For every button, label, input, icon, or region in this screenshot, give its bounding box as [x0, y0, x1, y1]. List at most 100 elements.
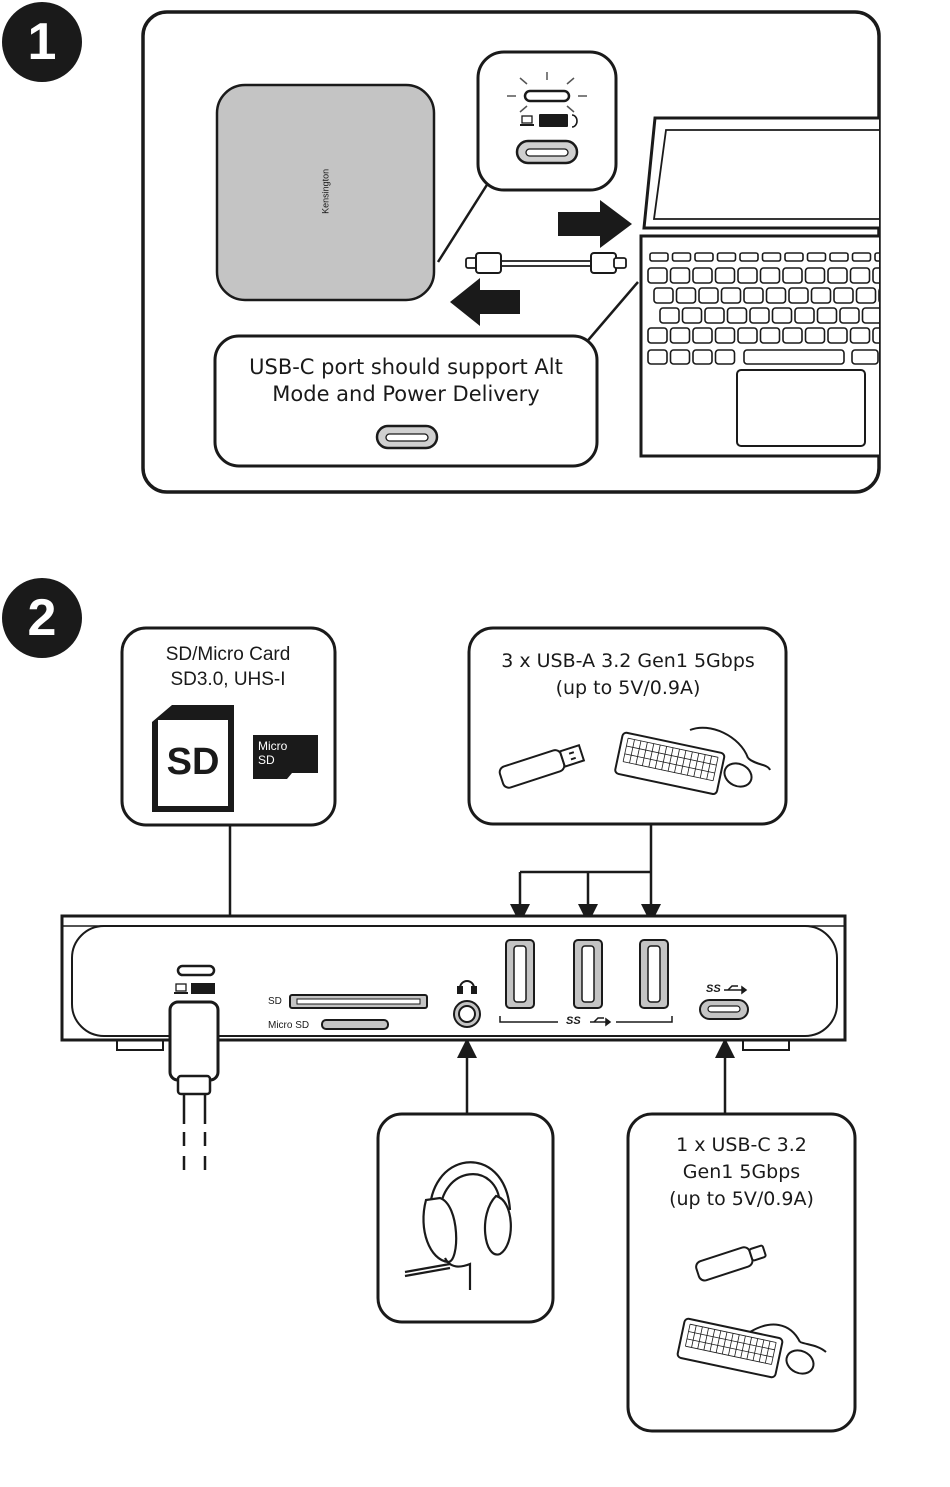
micro-sd-label: Micro SD: [258, 739, 308, 767]
requirement-text: USB-C port should support Alt Mode and P…: [222, 354, 590, 408]
laptop-key: [873, 328, 892, 343]
dock-brand-label: Kensington: [321, 151, 332, 231]
requirement-line-1: USB-C port should support Alt: [222, 354, 590, 381]
laptop-key: [785, 253, 803, 261]
laptop-key: [808, 253, 826, 261]
laptop-key: [875, 253, 893, 261]
micro-sd-line-2: SD: [258, 753, 308, 767]
dock-sd-label: SD: [268, 996, 282, 1008]
laptop-key: [671, 328, 690, 343]
laptop-key: [705, 308, 724, 323]
laptop-key: [650, 253, 668, 261]
laptop-key: [660, 308, 679, 323]
laptop-key: [828, 328, 847, 343]
usba-box-line-2: (up to 5V/0.9A): [472, 675, 784, 702]
laptop-key: [750, 308, 769, 323]
laptop-key: [830, 253, 848, 261]
laptop-key: [834, 288, 853, 303]
laptop-key: [693, 328, 712, 343]
step-2-number: 2: [2, 590, 82, 646]
laptop-key: [828, 268, 847, 283]
laptop-key: [716, 268, 735, 283]
laptop-key: [761, 328, 780, 343]
usba-box-line-1: 3 x USB-A 3.2 Gen1 5Gbps: [472, 648, 784, 675]
laptop-key: [783, 328, 802, 343]
laptop-key: [773, 308, 792, 323]
laptop-spacebar: [744, 350, 844, 364]
usbc-port-callout: [478, 52, 616, 190]
usba-ss-label: SS: [566, 1015, 581, 1028]
usbc-ss-label: SS: [706, 983, 721, 996]
superspeed-usb-icon: [539, 114, 568, 127]
laptop-key: [761, 268, 780, 283]
usba-port-3: [640, 940, 668, 1008]
laptop-key: [671, 350, 690, 364]
sd-box-line-2: SD3.0, UHS-I: [130, 667, 326, 692]
laptop-icon: [520, 116, 534, 126]
laptop-key: [648, 350, 667, 364]
laptop-key: [852, 350, 878, 364]
laptop-key: [806, 268, 825, 283]
usbc-box-line-3: (up to 5V/0.9A): [634, 1186, 849, 1213]
laptop-key: [654, 288, 673, 303]
laptop-key: [763, 253, 781, 261]
laptop-key: [716, 328, 735, 343]
headset-callout: [378, 1114, 553, 1322]
dock-micro-sd-label: Micro SD: [268, 1020, 309, 1032]
laptop-key: [699, 288, 718, 303]
laptop-key: [695, 253, 713, 261]
laptop: [641, 118, 911, 456]
audio-jack: [454, 1001, 480, 1027]
laptop-key: [818, 308, 837, 323]
laptop-key: [718, 253, 736, 261]
laptop-key: [683, 308, 702, 323]
laptop-key: [738, 268, 757, 283]
superspeed-usb-icon: [191, 983, 215, 994]
laptop-key: [738, 328, 757, 343]
laptop-key: [648, 328, 667, 343]
usbc-port: [700, 1000, 748, 1019]
laptop-key: [728, 308, 747, 323]
micro-sd-slot: [322, 1020, 388, 1029]
laptop-key: [693, 350, 712, 364]
laptop-key: [671, 268, 690, 283]
sd-box-line-1: SD/Micro Card: [130, 642, 326, 667]
laptop-key: [840, 308, 859, 323]
sd-slot: [290, 995, 427, 1008]
laptop-key: [677, 288, 696, 303]
laptop-key: [740, 253, 758, 261]
usbc-box-title: 1 x USB-C 3.2 Gen1 5Gbps (up to 5V/0.9A): [634, 1132, 849, 1213]
laptop-key: [873, 268, 892, 283]
micro-sd-line-1: Micro: [258, 739, 308, 753]
usbc-port-icon: [377, 426, 437, 448]
laptop-key: [806, 328, 825, 343]
usba-box-title: 3 x USB-A 3.2 Gen1 5Gbps (up to 5V/0.9A): [472, 648, 784, 702]
laptop-key: [812, 288, 831, 303]
laptop-key: [851, 328, 870, 343]
laptop-key: [789, 288, 808, 303]
host-cable: [170, 1002, 218, 1180]
sd-card-label: SD: [158, 740, 228, 786]
usba-port-2: [574, 940, 602, 1008]
usbc-box-line-1: 1 x USB-C 3.2: [634, 1132, 849, 1159]
usba-port-1: [506, 940, 534, 1008]
laptop-key: [783, 268, 802, 283]
laptop-key: [851, 268, 870, 283]
requirement-line-2: Mode and Power Delivery: [222, 381, 590, 408]
laptop-key: [879, 288, 898, 303]
laptop-key: [722, 288, 741, 303]
laptop-key: [673, 253, 691, 261]
laptop-key: [693, 268, 712, 283]
laptop-key: [795, 308, 814, 323]
laptop-icon: [174, 984, 188, 994]
laptop-key: [767, 288, 786, 303]
laptop-key: [863, 308, 882, 323]
laptop-key: [853, 253, 871, 261]
host-port: [178, 966, 214, 975]
laptop-key: [885, 308, 904, 323]
laptop-touchpad: [737, 370, 865, 446]
usbc-box-line-2: Gen1 5Gbps: [634, 1159, 849, 1186]
sd-box-title: SD/Micro Card SD3.0, UHS-I: [130, 642, 326, 692]
laptop-key: [857, 288, 876, 303]
